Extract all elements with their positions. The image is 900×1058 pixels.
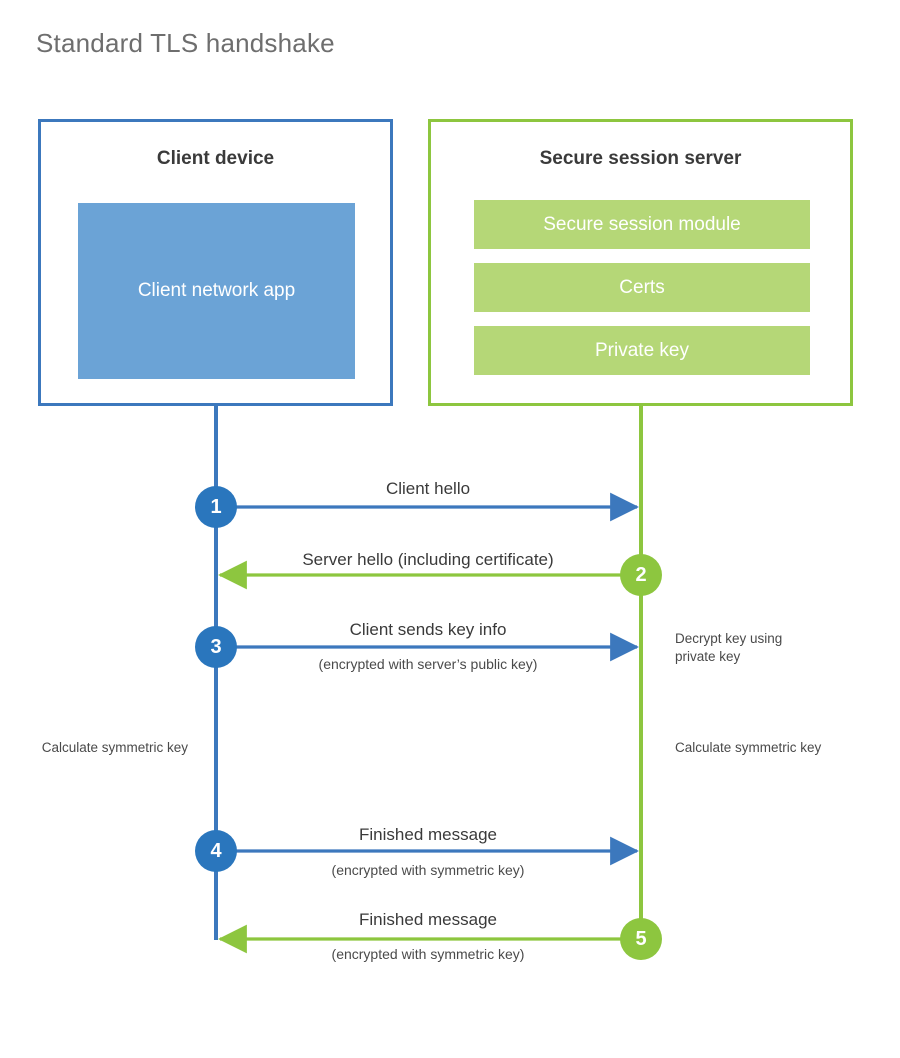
- message-label-2: Server hello (including certificate): [302, 550, 554, 569]
- server-component-certs: Certs: [474, 263, 810, 312]
- server-lifeline: [639, 406, 643, 940]
- page-title: Standard TLS handshake: [36, 28, 335, 58]
- step-circle-4[interactable]: 4: [195, 830, 237, 872]
- message-label-4: Finished message: [359, 825, 497, 844]
- secure-session-server-title: Secure session server: [539, 148, 742, 169]
- message-label-3: Client sends key info: [349, 620, 507, 639]
- note-server-calculate-symmetric-key: Calculate symmetric key: [675, 740, 822, 755]
- message-sublabel-5: (encrypted with symmetric key): [331, 946, 525, 962]
- secure-session-server-box: Secure session server Secure session mod…: [428, 119, 853, 406]
- client-lifeline: [214, 406, 218, 940]
- client-device-title: Client device: [156, 148, 275, 169]
- server-component-private-key: Private key: [474, 326, 810, 375]
- step-circle-1[interactable]: 1: [195, 486, 237, 528]
- client-network-app-block: Client network app: [78, 203, 355, 379]
- step-circle-3[interactable]: 3: [195, 626, 237, 668]
- step-circle-5[interactable]: 5: [620, 918, 662, 960]
- server-component-secure-session-module: Secure session module: [474, 200, 810, 249]
- message-sublabel-4: (encrypted with symmetric key): [331, 862, 525, 878]
- message-label-5: Finished message: [359, 910, 497, 929]
- step-circle-2[interactable]: 2: [620, 554, 662, 596]
- message-label-1: Client hello: [385, 479, 471, 498]
- message-sublabel-3: (encrypted with server’s public key): [318, 656, 538, 672]
- note-client-calculate-symmetric-key: Calculate symmetric key: [41, 740, 188, 755]
- note-decrypt-key: Decrypt key using private key: [675, 631, 783, 664]
- client-device-box: Client device Client network app: [38, 119, 393, 406]
